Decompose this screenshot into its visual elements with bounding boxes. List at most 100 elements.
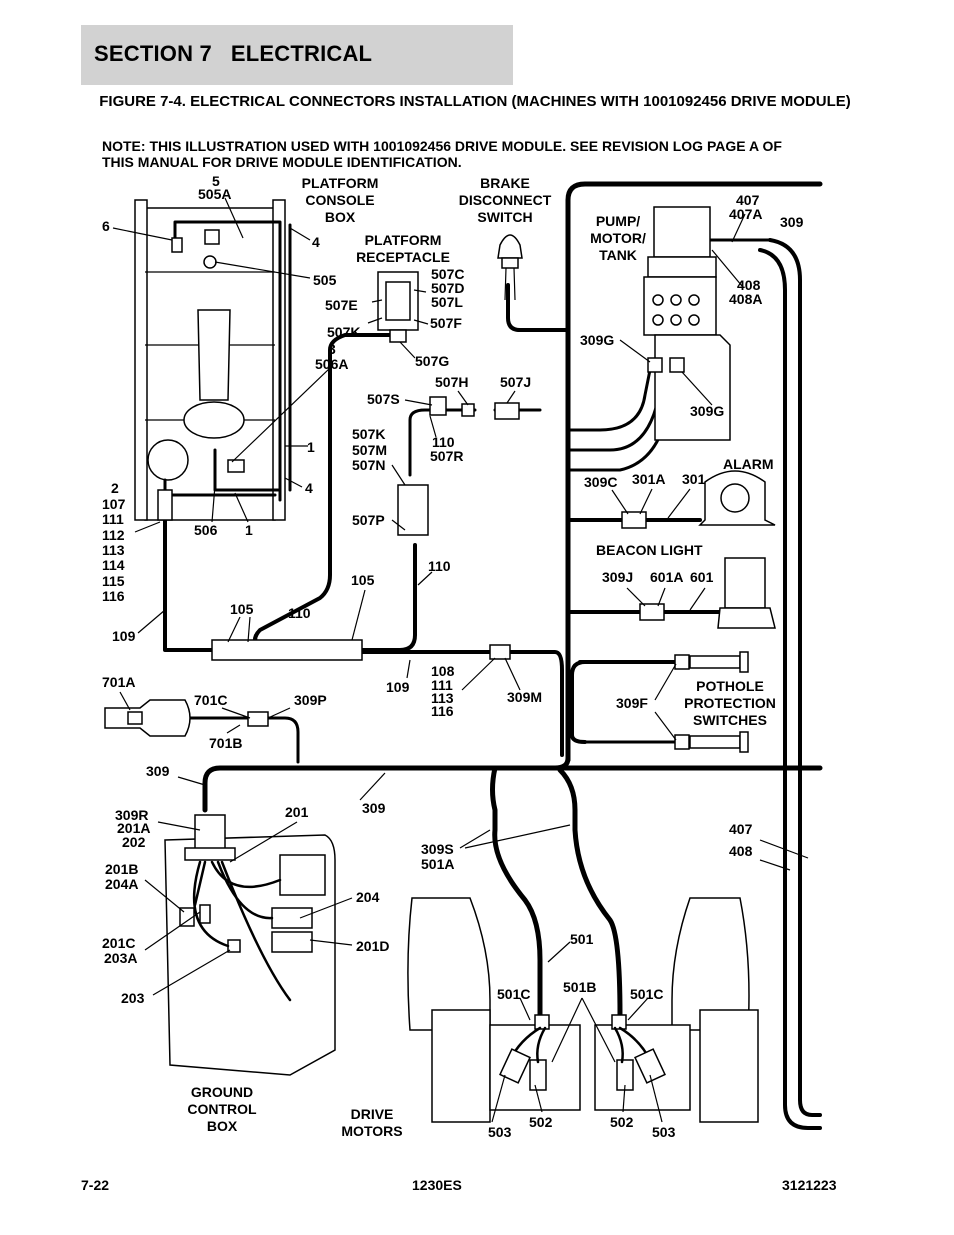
callout-407a: 407A: [729, 206, 762, 222]
callout-301: 301: [682, 471, 706, 487]
callout-6: 6: [102, 218, 110, 234]
label-brake-3: SWITCH: [477, 209, 532, 225]
label-receptacle-1: PLATFORM: [365, 232, 442, 248]
callout-507r: 507R: [430, 448, 463, 464]
beacon-light: [639, 557, 776, 629]
callout-116b: 116: [431, 703, 454, 719]
label-platform-console-box-3: BOX: [325, 209, 356, 225]
key-plug-701a: [104, 699, 191, 737]
callout-309f: 309F: [616, 695, 648, 711]
callout-203: 203: [121, 990, 145, 1006]
figure-note: NOTE: THIS ILLUSTRATION USED WITH 100109…: [102, 138, 782, 170]
callout-110b: 110: [288, 605, 311, 621]
callout-204a: 204A: [105, 876, 138, 892]
callout-503-right: 503: [652, 1124, 676, 1140]
callout-115: 115: [102, 573, 125, 589]
callout-507e: 507E: [325, 297, 358, 313]
footer-doc-number: 3121223: [782, 1177, 837, 1193]
callout-111b: 111: [431, 677, 453, 693]
callout-201: 201: [285, 804, 309, 820]
label-platform-console-box-1: PLATFORM: [302, 175, 379, 191]
label-ground-3: BOX: [207, 1118, 238, 1134]
callout-numbers: 5 505A 6 4 505 3 506A 1 4 2 107 111 112 …: [102, 173, 804, 1140]
callout-4a: 4: [312, 234, 320, 250]
callout-502-left: 502: [529, 1114, 553, 1130]
callout-111: 111: [102, 511, 124, 527]
callout-501: 501: [570, 931, 594, 947]
callout-309r: 309R: [115, 807, 148, 823]
callout-507s: 507S: [367, 391, 400, 407]
callout-407: 407: [736, 192, 760, 208]
callout-201c: 201C: [102, 935, 135, 951]
callout-408-low: 408: [729, 843, 753, 859]
callout-701b: 701B: [209, 735, 242, 751]
callout-110-top: 110: [432, 434, 455, 450]
callout-1a: 1: [307, 439, 315, 455]
label-ground-2: CONTROL: [187, 1101, 257, 1117]
leader-lines: [112, 197, 809, 1123]
callout-107: 107: [102, 496, 126, 512]
ground-control-box: [164, 814, 336, 1076]
callout-501c-right: 501C: [630, 986, 663, 1002]
callout-204: 204: [356, 889, 380, 905]
callout-309-top: 309: [780, 214, 804, 230]
callout-507k: 507K: [327, 324, 360, 340]
callout-408: 408: [737, 277, 761, 293]
callout-112: 112: [102, 527, 125, 543]
callout-202: 202: [122, 834, 146, 850]
label-platform-console-box-2: CONSOLE: [305, 192, 374, 208]
platform-receptacle: [377, 271, 419, 343]
callout-114: 114: [102, 557, 125, 573]
component-labels: PLATFORM CONSOLE BOX BRAKE DISCONNECT SW…: [187, 175, 776, 1139]
platform-console-box: [134, 199, 292, 521]
callout-506: 506: [194, 522, 218, 538]
callout-105a: 105: [230, 601, 254, 617]
callout-507g: 507G: [415, 353, 449, 369]
drive-motors: [407, 897, 759, 1123]
callout-501c-left: 501C: [497, 986, 530, 1002]
label-drive-motors-1: DRIVE: [351, 1106, 394, 1122]
callout-408a: 408A: [729, 291, 762, 307]
callout-502-right: 502: [610, 1114, 634, 1130]
callout-201b: 201B: [105, 861, 138, 877]
callout-2: 2: [111, 480, 119, 496]
callout-109a: 109: [112, 628, 136, 644]
callout-507f: 507F: [430, 315, 462, 331]
callout-113b: 113: [431, 690, 454, 706]
callout-309p: 309P: [294, 692, 327, 708]
callout-116: 116: [102, 588, 125, 604]
callout-507h: 507H: [435, 374, 468, 390]
callout-309g-left: 309G: [580, 332, 614, 348]
label-brake-1: BRAKE: [480, 175, 530, 191]
harness-connectors: [211, 396, 520, 727]
callout-109b: 109: [386, 679, 410, 695]
callout-701c: 701C: [194, 692, 227, 708]
callout-507n: 507N: [352, 457, 385, 473]
callout-601: 601: [690, 569, 714, 585]
callout-507j: 507J: [500, 374, 531, 390]
callout-113: 113: [102, 542, 125, 558]
callout-110: 110: [428, 558, 451, 574]
callout-108: 108: [431, 663, 455, 679]
section-header-band: [81, 25, 513, 85]
callout-507d: 507D: [431, 280, 464, 296]
callout-505: 505: [313, 272, 337, 288]
callout-507m: 507M: [352, 442, 387, 458]
callout-201d: 201D: [356, 938, 389, 954]
callout-1b: 1: [245, 522, 253, 538]
figure-title: FIGURE 7-4. ELECTRICAL CONNECTORS INSTAL…: [99, 93, 851, 110]
callout-4b: 4: [305, 480, 313, 496]
label-ground-1: GROUND: [191, 1084, 253, 1100]
callout-309m: 309M: [507, 689, 542, 705]
callout-506a: 506A: [315, 356, 348, 372]
callout-503-left: 503: [488, 1124, 512, 1140]
callout-507l: 507L: [431, 294, 463, 310]
label-receptacle-2: RECEPTACLE: [356, 249, 450, 265]
main-harness: [138, 181, 823, 1130]
callout-309j: 309J: [602, 569, 633, 585]
alarm: [621, 470, 776, 529]
label-drive-motors-2: MOTORS: [341, 1123, 402, 1139]
callout-507p: 507P: [352, 512, 385, 528]
footer-page-number: 7-22: [81, 1177, 110, 1193]
callout-201a: 201A: [117, 820, 150, 836]
